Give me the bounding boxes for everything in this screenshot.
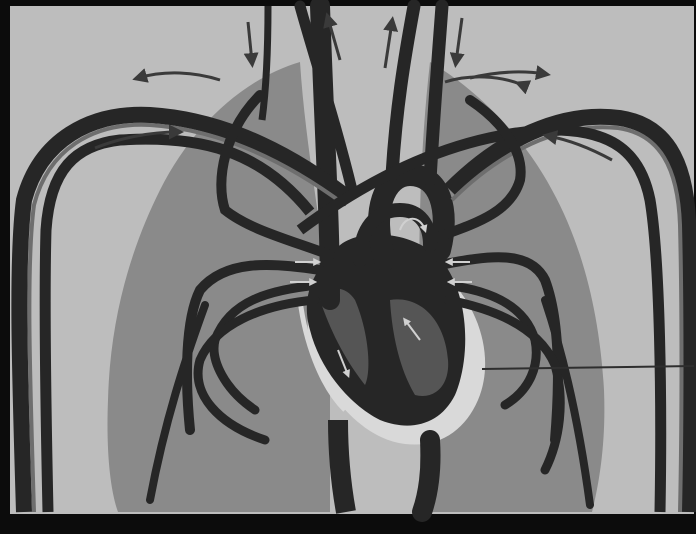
aorta-descending (422, 440, 431, 512)
inferior-vena-cava (338, 420, 346, 512)
